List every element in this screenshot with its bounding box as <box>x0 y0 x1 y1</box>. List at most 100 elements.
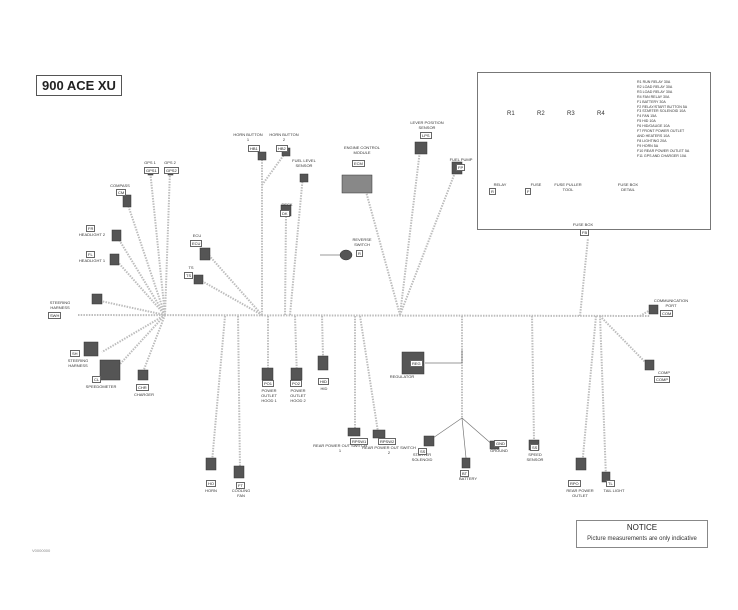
label-steering-harness2: STEERING HARNESS <box>67 358 89 368</box>
legend-line: F5 HID 10A <box>637 119 656 124</box>
panel-code-fuse: F <box>525 188 532 195</box>
connector-ecu <box>199 247 211 261</box>
label-tail-light: TAIL LIGHT <box>603 488 625 493</box>
battery-fan <box>429 417 495 459</box>
panel-label-fuse: FUSE <box>530 182 542 187</box>
legend-line: R3 LOAD RELAY 30A <box>637 89 673 94</box>
wire-hid <box>321 315 324 357</box>
connector-lever <box>414 141 428 155</box>
model-title: 900 ACE XU <box>36 75 122 96</box>
legend-line: R1 RUN RELAY 30A <box>637 80 671 84</box>
connector-fuel-level <box>299 173 309 183</box>
code-ts: TS <box>184 272 194 279</box>
label-rear-po-switch1: REAR POWER OUT SWITCH 1 <box>313 443 367 453</box>
wire-comm <box>639 309 651 317</box>
label-gps2: GPS 2 <box>164 160 176 165</box>
wire-speed <box>531 315 535 441</box>
connector-hb1 <box>257 151 267 161</box>
notice-text: Picture measurements are only indicative <box>587 536 697 542</box>
harness-wires <box>77 149 651 479</box>
notice-box: NOTICE Picture measurements are only ind… <box>576 520 708 548</box>
code-gps1: GPS1 <box>144 167 159 174</box>
connector-charger <box>137 369 149 381</box>
wire-charger <box>142 314 166 373</box>
wire-rear-outlet <box>581 315 597 468</box>
label-deck: DECK <box>281 202 293 207</box>
label-lever-position: LEVER POSITION SENSOR <box>410 120 444 130</box>
connector-reverse <box>339 249 353 261</box>
wire-steering <box>95 299 166 316</box>
code-hid: HID <box>318 378 329 385</box>
panel-label-fuse-box-detail: FUSE BOX DETAIL <box>617 182 639 192</box>
label-reverse-switch: REVERSE SWITCH <box>352 237 372 247</box>
legend-line: AND HEATERS 10A <box>637 133 670 138</box>
code-gps2: GPS2 <box>164 167 179 174</box>
connector-speedo <box>99 359 121 381</box>
connector-battery <box>461 457 471 469</box>
fuse-box-panel <box>477 72 711 230</box>
regulator-link <box>425 350 463 364</box>
label-ecm: ENGINE CONTROL MODULE <box>343 145 380 155</box>
wire-horn <box>211 315 226 463</box>
code-speedometer: CL <box>92 376 102 383</box>
wire-compass <box>127 204 166 316</box>
fuse-box-cell-r2: R2 <box>537 111 545 117</box>
connector-headlight2 <box>111 229 122 242</box>
connector-comm <box>648 304 659 315</box>
code-communication-port: COM <box>660 310 674 317</box>
code-ecu: ECU <box>190 240 203 247</box>
label-ground: GROUND <box>490 448 508 453</box>
wire-gps2 <box>164 169 171 316</box>
connector-comp <box>644 359 655 371</box>
code-headlight2: FR <box>86 225 96 232</box>
code-comp: COMP <box>654 376 670 383</box>
code-ground: GND <box>494 440 507 447</box>
panel-code-relay: R <box>489 188 496 195</box>
connector-steering2 <box>83 341 99 357</box>
code-power-outlet2: PO2 <box>290 380 303 387</box>
code-ecm: ECM <box>352 160 365 167</box>
code-lever-position: LPS <box>420 132 432 139</box>
code-headlight1: FL <box>86 251 95 258</box>
main-trunk <box>77 314 651 317</box>
label-horn-button1: HORN BUTTON 1 <box>233 132 263 142</box>
code-speed-sensor: SS <box>530 444 540 451</box>
code-power-outlet1: PO1 <box>262 380 275 387</box>
connector-horn <box>205 457 217 471</box>
legend-line: F1 BATTERY 30A <box>637 99 666 104</box>
label-comp: COMP <box>658 370 670 375</box>
code-fuel-pump: FP <box>456 164 466 171</box>
connector-compass <box>122 194 132 208</box>
connector-rear-sw1 <box>347 427 361 437</box>
legend-line: R2 LOAD RELAY 30A <box>637 84 673 89</box>
legend-line: F8 LIGHTING 20A <box>637 138 667 143</box>
wire-fuel-level <box>289 174 304 316</box>
code-reverse-switch: R <box>356 250 363 257</box>
wire-deck <box>284 214 287 316</box>
label-power-outlet2: POWER OUTLET HOOD 2 <box>290 388 306 403</box>
connector-headlight1 <box>109 253 120 266</box>
code-horn-button1: HB1 <box>248 145 260 152</box>
code-charger: CHR <box>136 384 149 391</box>
legend-line: F2 RELAY/START BUTTON 5A <box>637 104 688 109</box>
code-horn: HO <box>206 480 216 487</box>
connector-steering <box>91 293 103 305</box>
label-regulator: REGULATOR <box>389 374 415 379</box>
label-compass: COMPASS <box>110 183 130 188</box>
label-fuel-level: FUEL LEVEL SENSOR <box>292 158 316 168</box>
code-rear-po-switch1: RPSW1 <box>350 438 369 445</box>
label-fuel-pump: FUEL PUMP <box>449 157 473 162</box>
wire-fuse-box <box>579 237 589 317</box>
label-fuse-box: FUSE BOX <box>572 222 594 227</box>
wire-ecu <box>205 251 263 316</box>
code-cooling-fan: FT <box>236 482 245 489</box>
code-horn-button2: HB2 <box>276 145 288 152</box>
fuse-box-cell-r4: R4 <box>597 111 605 117</box>
connector-rear-sw2 <box>372 429 386 439</box>
legend-line: F9 HORN 5A <box>637 143 659 148</box>
label-ts: TS <box>188 265 194 270</box>
connector-ecm <box>341 174 373 194</box>
wire-comp <box>599 315 649 366</box>
label-gps1: GPS 1 <box>144 160 156 165</box>
